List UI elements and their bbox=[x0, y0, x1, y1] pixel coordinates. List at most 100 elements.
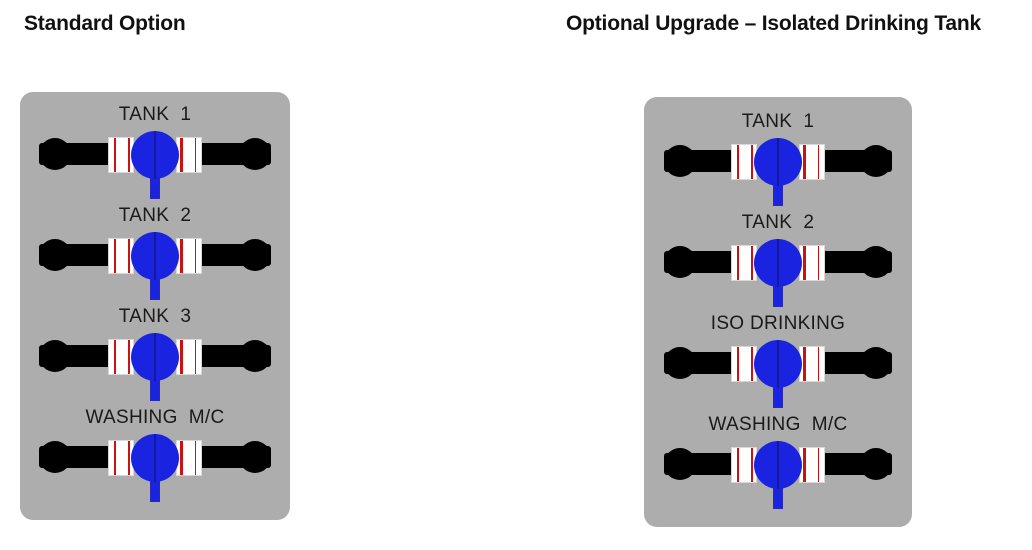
flange-stripe-inner bbox=[127, 340, 130, 374]
flange-stripe-outer bbox=[194, 340, 196, 374]
valve-group-standard-2[interactable]: TANK 2 bbox=[20, 205, 290, 305]
flange-stripe-inner bbox=[180, 340, 183, 374]
flange-right-icon bbox=[799, 144, 825, 180]
valve-group-standard-4[interactable]: WASHING M/C bbox=[20, 407, 290, 507]
valve-assembly-upgrade-1 bbox=[664, 138, 892, 206]
pipe-end-cap-left-icon bbox=[664, 347, 696, 379]
pipe-end-cap-left-icon bbox=[664, 448, 696, 480]
flange-stripe-outer bbox=[114, 340, 116, 374]
flange-stripe-outer bbox=[817, 448, 819, 482]
flange-stripe-outer bbox=[817, 246, 819, 280]
pipe-end-cap-right-icon bbox=[860, 145, 892, 177]
flange-right-icon bbox=[799, 447, 825, 483]
valve-handle-centerline bbox=[777, 441, 779, 489]
valve-assembly-standard-2 bbox=[39, 232, 271, 300]
valve-group-upgrade-2[interactable]: TANK 2 bbox=[644, 212, 912, 312]
flange-stripe-inner bbox=[803, 145, 806, 179]
flange-stripe-inner bbox=[750, 347, 753, 381]
valve-label-upgrade-2: TANK 2 bbox=[741, 212, 815, 233]
valve-label-upgrade-3: ISO DRINKING bbox=[710, 313, 846, 334]
valve-assembly-standard-4 bbox=[39, 434, 271, 502]
pipe-end-cap-right-icon bbox=[239, 239, 271, 271]
valve-handle-ball-icon[interactable] bbox=[131, 131, 179, 179]
pipe-end-cap-right-icon bbox=[239, 138, 271, 170]
flange-stripe-inner bbox=[127, 138, 130, 172]
pipe-end-cap-left-icon bbox=[39, 340, 71, 372]
flange-stripe-outer bbox=[114, 239, 116, 273]
panel-title-optional-upgrade: Optional Upgrade – Isolated Drinking Tan… bbox=[566, 12, 981, 35]
valve-handle-centerline bbox=[777, 239, 779, 287]
valve-handle-ball-icon[interactable] bbox=[131, 434, 179, 482]
valve-group-standard-1[interactable]: TANK 1 bbox=[20, 104, 290, 204]
valve-label-standard-2: TANK 2 bbox=[118, 205, 192, 226]
valve-group-upgrade-1[interactable]: TANK 1 bbox=[644, 111, 912, 211]
flange-left-icon bbox=[731, 346, 757, 382]
flange-stripe-outer bbox=[194, 138, 196, 172]
pipe-end-cap-left-icon bbox=[664, 145, 696, 177]
valve-panel-standard-option: TANK 1 TANK 2 bbox=[20, 92, 290, 520]
flange-stripe-inner bbox=[750, 246, 753, 280]
flange-stripe-inner bbox=[180, 239, 183, 273]
valve-handle-ball-icon[interactable] bbox=[131, 333, 179, 381]
valve-handle-centerline bbox=[154, 131, 156, 179]
flange-stripe-outer bbox=[817, 145, 819, 179]
flange-stripe-inner bbox=[803, 347, 806, 381]
flange-stripe-outer bbox=[114, 138, 116, 172]
flange-stripe-inner bbox=[180, 138, 183, 172]
valve-handle-centerline bbox=[154, 434, 156, 482]
flange-stripe-outer bbox=[737, 145, 739, 179]
valve-label-standard-1: TANK 1 bbox=[118, 104, 192, 125]
valve-group-upgrade-3[interactable]: ISO DRINKING bbox=[644, 313, 912, 413]
flange-right-icon bbox=[799, 245, 825, 281]
flange-right-icon bbox=[176, 137, 202, 173]
valve-label-standard-3: TANK 3 bbox=[118, 306, 192, 327]
pipe-end-cap-right-icon bbox=[239, 441, 271, 473]
flange-left-icon bbox=[731, 144, 757, 180]
pipe-end-cap-right-icon bbox=[239, 340, 271, 372]
valve-panel-optional-upgrade: TANK 1 TANK 2 bbox=[644, 97, 912, 527]
flange-stripe-inner bbox=[180, 441, 183, 475]
valve-group-upgrade-4[interactable]: WASHING M/C bbox=[644, 414, 912, 514]
valve-handle-ball-icon[interactable] bbox=[754, 138, 802, 186]
valve-handle-centerline bbox=[154, 232, 156, 280]
flange-stripe-inner bbox=[750, 145, 753, 179]
flange-stripe-inner bbox=[127, 239, 130, 273]
valve-handle-ball-icon[interactable] bbox=[754, 340, 802, 388]
valve-handle-ball-icon[interactable] bbox=[131, 232, 179, 280]
valve-handle-ball-icon[interactable] bbox=[754, 441, 802, 489]
flange-stripe-outer bbox=[737, 347, 739, 381]
flange-right-icon bbox=[176, 238, 202, 274]
valve-handle-centerline bbox=[154, 333, 156, 381]
flange-left-icon bbox=[731, 447, 757, 483]
valve-assembly-upgrade-2 bbox=[664, 239, 892, 307]
pipe-end-cap-right-icon bbox=[860, 448, 892, 480]
valve-label-standard-4: WASHING M/C bbox=[85, 407, 225, 428]
pipe-end-cap-left-icon bbox=[39, 239, 71, 271]
valve-assembly-upgrade-4 bbox=[664, 441, 892, 509]
flange-stripe-outer bbox=[817, 347, 819, 381]
pipe-end-cap-right-icon bbox=[860, 246, 892, 278]
valve-group-standard-3[interactable]: TANK 3 bbox=[20, 306, 290, 406]
valve-assembly-upgrade-3 bbox=[664, 340, 892, 408]
flange-stripe-outer bbox=[194, 239, 196, 273]
flange-stripe-inner bbox=[750, 448, 753, 482]
pipe-end-cap-left-icon bbox=[39, 441, 71, 473]
valve-label-upgrade-4: WASHING M/C bbox=[708, 414, 848, 435]
valve-handle-ball-icon[interactable] bbox=[754, 239, 802, 287]
flange-stripe-outer bbox=[114, 441, 116, 475]
flange-right-icon bbox=[799, 346, 825, 382]
panel-title-standard-option: Standard Option bbox=[24, 12, 186, 35]
valve-handle-centerline bbox=[777, 340, 779, 388]
flange-stripe-outer bbox=[194, 441, 196, 475]
valve-assembly-standard-3 bbox=[39, 333, 271, 401]
flange-stripe-inner bbox=[127, 441, 130, 475]
flange-right-icon bbox=[176, 339, 202, 375]
flange-stripe-outer bbox=[737, 246, 739, 280]
flange-right-icon bbox=[176, 440, 202, 476]
pipe-end-cap-left-icon bbox=[664, 246, 696, 278]
valve-label-upgrade-1: TANK 1 bbox=[741, 111, 815, 132]
flange-stripe-outer bbox=[737, 448, 739, 482]
flange-stripe-inner bbox=[803, 448, 806, 482]
pipe-end-cap-left-icon bbox=[39, 138, 71, 170]
